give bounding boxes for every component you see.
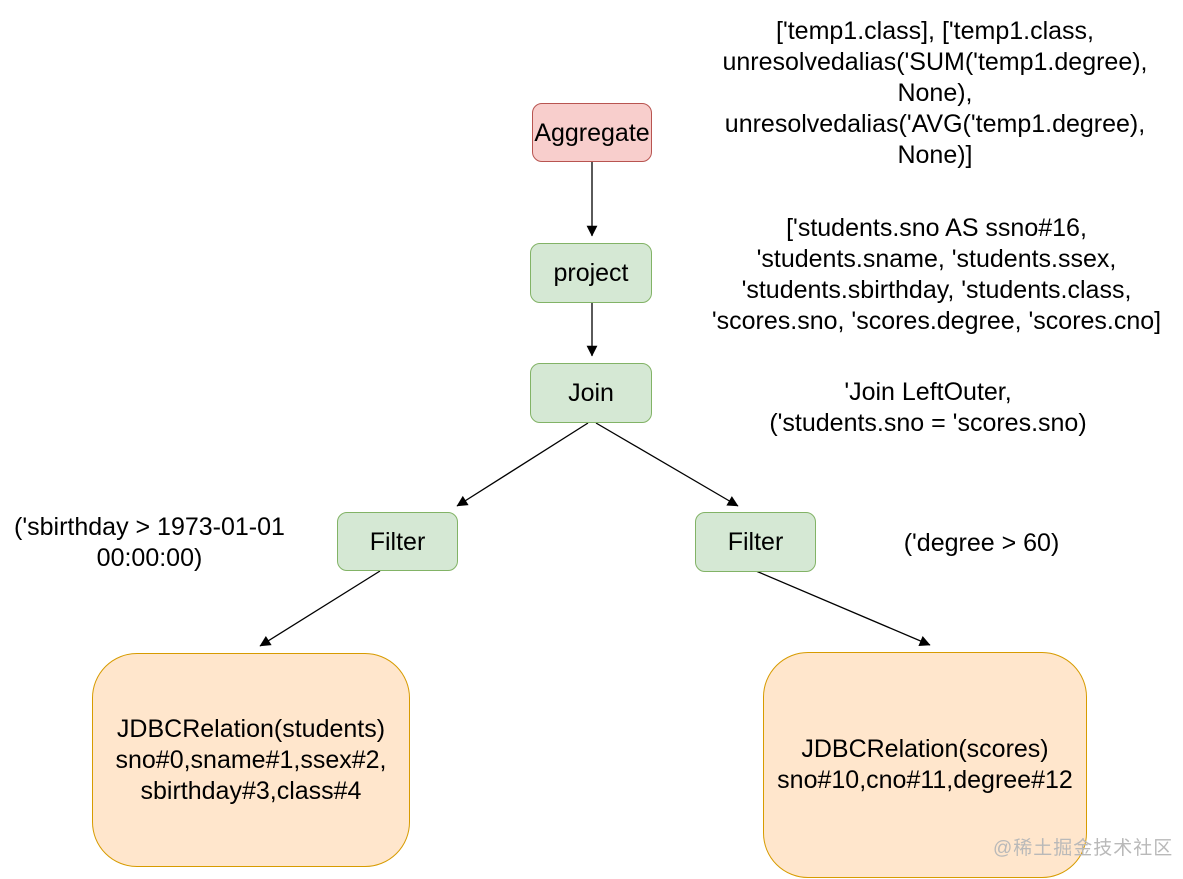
arrow-filter-left-to-jdbc-students	[259, 570, 381, 647]
annotation-filter-left-args: ('sbirthday > 1973-01-01 00:00:00)	[14, 513, 285, 572]
annotation-aggregate-args: ['temp1.class], ['temp1.class, unresolve…	[722, 17, 1148, 169]
node-aggregate: Aggregate	[532, 103, 652, 162]
node-filter-right: Filter	[695, 512, 816, 572]
node-filter-left: Filter	[337, 512, 458, 571]
arrow-filter-right-to-jdbc-scores	[755, 570, 931, 646]
annotation-project-args: ['students.sno AS ssno#16, 'students.sna…	[711, 214, 1162, 335]
arrow-join-to-filter-right	[595, 422, 739, 507]
node-project: project	[530, 243, 652, 303]
juejin-watermark: @稀土掘金技术社区	[993, 838, 1174, 859]
arrow-join-to-filter-left	[456, 422, 589, 507]
node-join: Join	[530, 363, 652, 423]
node-jdbc-relation-scores: JDBCRelation(scores) sno#10,cno#11,degre…	[763, 652, 1087, 878]
annotation-filter-right-args: ('degree > 60)	[903, 529, 1060, 557]
node-jdbc-relation-students: JDBCRelation(students) sno#0,sname#1,sse…	[92, 653, 410, 867]
annotation-join-args: 'Join LeftOuter, ('students.sno = 'score…	[769, 378, 1087, 437]
